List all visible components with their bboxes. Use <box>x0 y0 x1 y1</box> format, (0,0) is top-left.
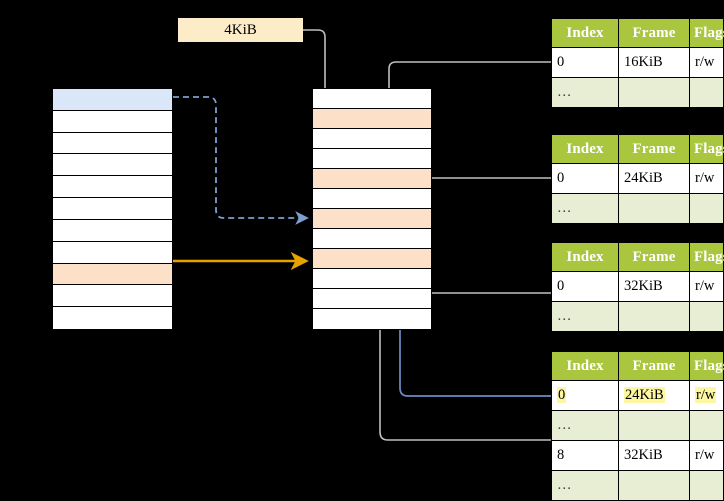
page-table-1-header-index: Index <box>551 18 619 48</box>
page-table-3-header-index: Index <box>551 242 619 272</box>
highlighted-value: 0 <box>557 387 567 403</box>
physical-frame-row <box>313 229 431 249</box>
page-table-4[interactable]: IndexFrameFlags024KiBr/w…832KiBr/w… <box>551 351 724 501</box>
physical-frame-row <box>313 169 431 189</box>
virtual-page-row <box>53 198 172 220</box>
page-table-4-cell-index: … <box>551 410 619 441</box>
page-table-2-cell-index: … <box>551 193 619 224</box>
page-table-4-cell-frame <box>618 410 690 441</box>
virtual-page-row <box>53 219 172 242</box>
virtual-page-row <box>53 241 172 264</box>
page-table-2-cell-flags <box>689 193 724 224</box>
highlighted-value: 24KiB <box>624 387 665 403</box>
page-table-1-cell-index: 0 <box>551 47 619 78</box>
physical-frame-row <box>313 249 431 269</box>
page-table-4-cell-flags: r/w <box>689 380 724 411</box>
page-table-2-header-frame: Frame <box>618 134 690 164</box>
physical-frame-row <box>313 109 431 129</box>
highlighted-value: r/w <box>695 387 717 403</box>
physical-frame-row <box>313 209 431 229</box>
page-table-4-row[interactable]: … <box>551 470 724 501</box>
page-table-3-cell-index: 0 <box>551 271 619 302</box>
wire-virtual-to-frame-dashed <box>173 96 309 225</box>
page-table-4-cell-flags: r/w <box>689 440 724 471</box>
page-table-2-header-row: IndexFrameFlags <box>551 134 724 164</box>
page-table-3-cell-index: … <box>551 301 619 332</box>
virtual-page-row <box>53 154 172 177</box>
page-table-1-cell-frame: 16KiB <box>618 47 690 78</box>
page-table-2-cell-frame: 24KiB <box>618 163 690 194</box>
page-table-4-header-frame: Frame <box>618 351 690 381</box>
physical-frame-row <box>313 309 431 329</box>
page-table-3-header-row: IndexFrameFlags <box>551 242 724 272</box>
page-table-4-cell-index: 8 <box>551 440 619 471</box>
page-table-3-cell-flags <box>689 301 724 332</box>
virtual-page-row <box>53 110 172 133</box>
virtual-page-row <box>53 176 172 199</box>
page-table-3[interactable]: IndexFrameFlags032KiBr/w… <box>551 242 724 332</box>
virtual-page-row <box>53 89 172 111</box>
page-table-2-cell-flags: r/w <box>689 163 724 194</box>
page-table-4-row[interactable]: 0 24KiB r/w <box>551 380 724 411</box>
virtual-page-row <box>53 285 172 308</box>
virtual-address-space-column <box>52 88 173 330</box>
wire-pt3-to-frame <box>405 265 552 294</box>
physical-memory-column <box>312 88 432 330</box>
page-table-1-cell-index: … <box>551 77 619 108</box>
frame-size-label: 4KiB <box>178 18 303 42</box>
physical-frame-row <box>313 89 431 109</box>
page-table-3-cell-flags: r/w <box>689 271 724 302</box>
page-table-1-cell-flags: r/w <box>689 47 724 78</box>
page-table-2-cell-index: 0 <box>551 163 619 194</box>
page-table-3-row[interactable]: … <box>551 301 724 332</box>
page-table-4-header-row: IndexFrameFlags <box>551 351 724 381</box>
page-table-3-cell-frame: 32KiB <box>618 271 690 302</box>
virtual-page-row <box>53 132 172 155</box>
page-table-2-row[interactable]: … <box>551 193 724 224</box>
page-table-4-cell-flags <box>689 410 724 441</box>
page-table-4-cell-frame: 24KiB <box>618 380 690 411</box>
page-table-1-header-flags: Flags <box>689 18 724 48</box>
page-table-4-header-index: Index <box>551 351 619 381</box>
page-table-4-cell-frame <box>618 470 690 501</box>
page-table-2[interactable]: IndexFrameFlags024KiBr/w… <box>551 134 724 224</box>
page-table-2-cell-frame <box>618 193 690 224</box>
page-table-4-cell-index: … <box>551 470 619 501</box>
page-table-1-cell-frame <box>618 77 690 108</box>
page-table-1-header-frame: Frame <box>618 18 690 48</box>
physical-frame-row <box>313 289 431 309</box>
wire-pt2-to-frame <box>405 177 552 219</box>
diagram-canvas: 4KiB IndexFrameFlags016KiBr/w… IndexFram… <box>52 18 724 501</box>
page-table-4-cell-flags <box>689 470 724 501</box>
page-table-3-header-flags: Flags <box>689 242 724 272</box>
page-table-4-cell-index: 0 <box>551 380 619 411</box>
physical-frame-row <box>313 189 431 209</box>
physical-frame-row <box>313 129 431 149</box>
physical-frame-row <box>313 269 431 289</box>
page-table-4-header-flags: Flags <box>689 351 724 381</box>
physical-frame-row <box>313 149 431 169</box>
page-table-1-header-row: IndexFrameFlags <box>551 18 724 48</box>
page-table-3-cell-frame <box>618 301 690 332</box>
page-table-2-header-flags: Flags <box>689 134 724 164</box>
page-table-1-cell-flags <box>689 77 724 108</box>
page-table-3-header-frame: Frame <box>618 242 690 272</box>
page-table-4-cell-frame: 32KiB <box>618 440 690 471</box>
page-table-1[interactable]: IndexFrameFlags016KiBr/w… <box>551 18 724 108</box>
virtual-page-row <box>53 307 172 329</box>
page-table-2-header-index: Index <box>551 134 619 164</box>
page-table-1-row[interactable]: … <box>551 77 724 108</box>
virtual-page-row <box>53 263 172 286</box>
frame-size-label-text: 4KiB <box>224 21 257 38</box>
page-table-4-row[interactable]: … <box>551 410 724 441</box>
